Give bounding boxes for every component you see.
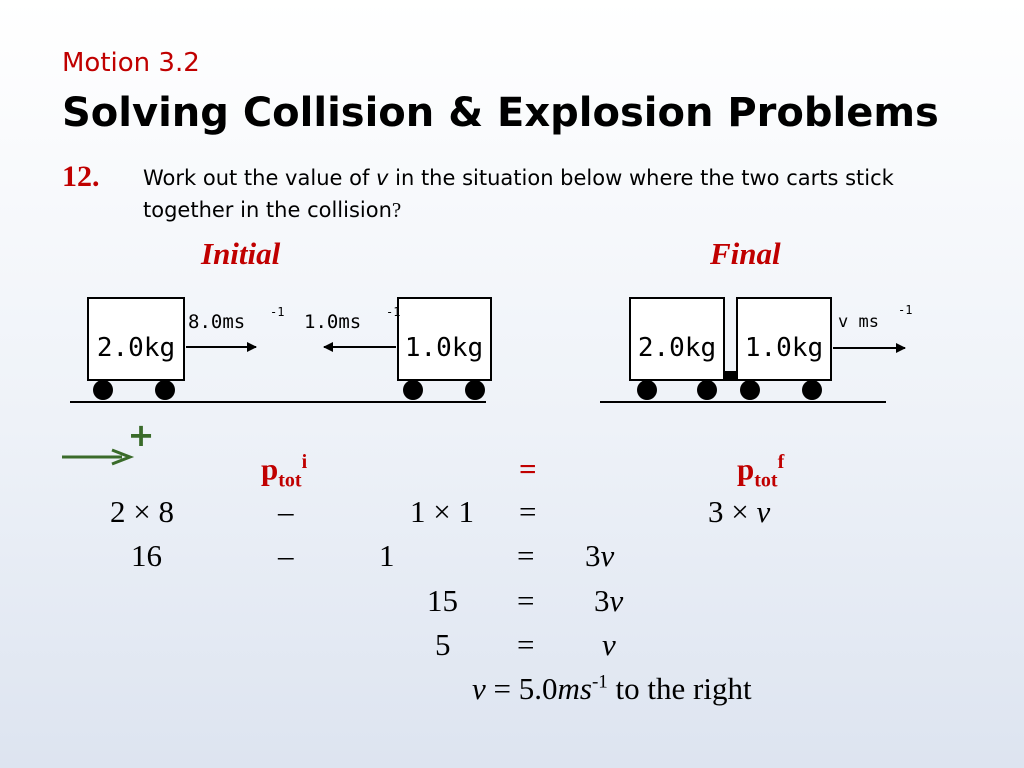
row3-left: 15 [427, 583, 458, 618]
final-cart-a-mass: 2.0kg [638, 333, 716, 363]
row2-equals: = [517, 538, 535, 573]
initial-cart-a-mass: 2.0kg [97, 333, 175, 363]
wheel [697, 380, 717, 400]
wheel [465, 380, 485, 400]
initial-cart-b: 1.0kg [397, 297, 492, 400]
initial-momentum-heading: ptoti [261, 451, 308, 492]
svg-text:1.0ms: 1.0ms [304, 311, 361, 333]
row3-final: 3v [594, 583, 624, 618]
positive-direction-indicator: + [62, 416, 155, 466]
final-scene: 2.0kg 1.0kg v ms -1 [600, 297, 912, 403]
row1-equals: = [519, 494, 537, 529]
row2-initial-a: 16 [131, 538, 162, 573]
final-cart-a: 2.0kg [629, 297, 725, 400]
final-cart-b-mass: 1.0kg [745, 333, 823, 363]
row2-minus: – [278, 538, 294, 573]
initial-scene: 2.0kg 1.0kg 8.0ms -1 1.0ms -1 [70, 297, 492, 403]
row1-final: 3 × v [708, 494, 771, 529]
row4-equals: = [517, 627, 535, 662]
svg-text:v ms: v ms [838, 312, 879, 332]
wheel [637, 380, 657, 400]
plus-sign: + [128, 416, 155, 454]
arrow-head [111, 448, 135, 466]
velocity-b-label: 1.0ms -1 [304, 305, 400, 333]
row2-initial-b: 1 [379, 538, 395, 573]
question-variable: v [376, 166, 389, 190]
final-label: Final [710, 236, 781, 271]
velocity-a-label: 8.0ms -1 [188, 305, 284, 333]
slide-subtitle: Motion 3.2 [62, 48, 200, 78]
question-text-line2: together in the collision? [143, 198, 402, 222]
final-answer: v = 5.0ms-1 to the right [472, 671, 752, 706]
row1-minus: – [278, 494, 294, 529]
row3-equals: = [517, 583, 535, 618]
question-number: 12. [62, 160, 100, 193]
svg-text:-1: -1 [898, 303, 912, 317]
initial-cart-a: 2.0kg [87, 297, 185, 400]
wheel [740, 380, 760, 400]
final-cart-b: 1.0kg [736, 297, 832, 400]
row2-final: 3v [585, 538, 615, 573]
initial-label: Initial [201, 236, 281, 271]
wheel [93, 380, 113, 400]
wheel [802, 380, 822, 400]
row1-initial-b: 1 × 1 [410, 494, 474, 529]
cart-coupling [723, 371, 737, 381]
velocity-final-label: v ms -1 [838, 303, 912, 332]
wheel [155, 380, 175, 400]
svg-text:-1: -1 [386, 305, 400, 319]
svg-text:-1: -1 [270, 305, 284, 319]
wheel [403, 380, 423, 400]
row4-left: 5 [435, 627, 451, 662]
question-text-line1: Work out the value of v in the situation… [143, 166, 894, 190]
final-momentum-heading: ptotf [737, 451, 785, 492]
svg-text:8.0ms: 8.0ms [188, 311, 245, 333]
initial-cart-b-mass: 1.0kg [405, 333, 483, 363]
row1-initial-a: 2 × 8 [110, 494, 174, 529]
slide-title: Solving Collision & Explosion Problems [62, 90, 939, 136]
heading-equals: = [519, 451, 537, 486]
row4-final: v [602, 627, 616, 662]
